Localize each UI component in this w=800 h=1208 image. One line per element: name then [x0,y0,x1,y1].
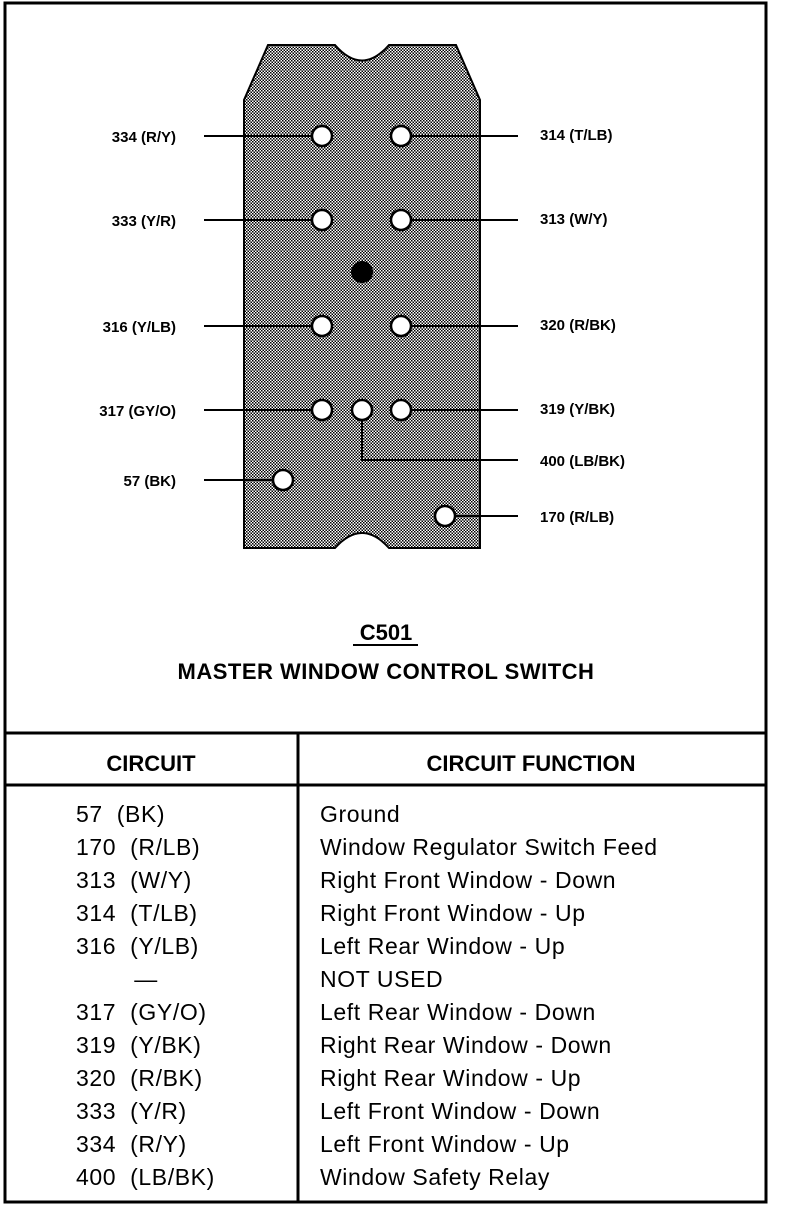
row-function: Left Front Window - Up [320,1131,570,1157]
header-circuit: CIRCUIT [106,751,196,776]
row-circuit: 333 (Y/R) [76,1098,187,1124]
table-body: 57 (BK) Ground 170 (R/LB) Window Regulat… [76,801,658,1190]
row-function: Left Rear Window - Down [320,999,596,1025]
row-circuit: 313 (W/Y) [76,867,192,893]
outer-border [3,1,768,1204]
pin-label-334: 334 (R/Y) [112,129,176,146]
row-function: Ground [320,801,400,827]
pin-170 [433,504,457,528]
pin-label-57: 57 (BK) [123,473,176,490]
pin-label-170: 170 (R/LB) [540,509,614,526]
pin-317 [310,398,334,422]
pin-57 [271,468,295,492]
header-circuit-function: CIRCUIT FUNCTION [427,751,636,776]
pin-400 [350,398,374,422]
pin-320 [389,314,413,338]
row-function: Left Rear Window - Up [320,933,565,959]
row-circuit: 316 (Y/LB) [76,933,199,959]
connector-code: C501 [360,620,413,645]
row-circuit: 170 (R/LB) [76,834,200,860]
row-circuit: 314 (T/LB) [76,900,198,926]
pin-333 [310,208,334,232]
pin-label-313: 313 (W/Y) [540,211,608,228]
row-function: Right Rear Window - Up [320,1065,581,1091]
leader-lines [204,135,518,517]
row-circuit: 317 (GY/O) [76,999,207,1025]
row-circuit: 319 (Y/BK) [76,1032,202,1058]
row-function: NOT USED [320,966,443,992]
pin-label-314: 314 (T/LB) [540,127,613,144]
row-circuit: 320 (R/BK) [76,1065,203,1091]
row-circuit: 334 (R/Y) [76,1131,187,1157]
pin-319 [389,398,413,422]
row-function: Right Rear Window - Down [320,1032,612,1058]
table-grid [5,731,766,1202]
row-function: Right Front Window - Up [320,900,586,926]
row-function: Left Front Window - Down [320,1098,600,1124]
pin-label-319: 319 (Y/BK) [540,401,615,418]
pin-314 [389,124,413,148]
pin-label-400: 400 (LB/BK) [540,453,625,470]
pin-label-316: 316 (Y/LB) [103,319,176,336]
row-function: Window Safety Relay [320,1164,550,1190]
connector-body [243,44,481,549]
connector-name: MASTER WINDOW CONTROL SWITCH [178,659,595,684]
pin-316 [310,314,334,338]
row-circuit: 57 (BK) [76,801,165,827]
row-function: Right Front Window - Down [320,867,616,893]
pin-label-333: 333 (Y/R) [112,213,176,230]
row-circuit: 400 (LB/BK) [76,1164,215,1190]
pin-label-317: 317 (GY/O) [99,403,176,420]
pin-label-320: 320 (R/BK) [540,317,616,334]
row-function: Window Regulator Switch Feed [320,834,658,860]
pin-334 [310,124,334,148]
row-circuit: — [134,966,158,992]
pin-not-used [351,261,373,283]
pin-313 [389,208,413,232]
